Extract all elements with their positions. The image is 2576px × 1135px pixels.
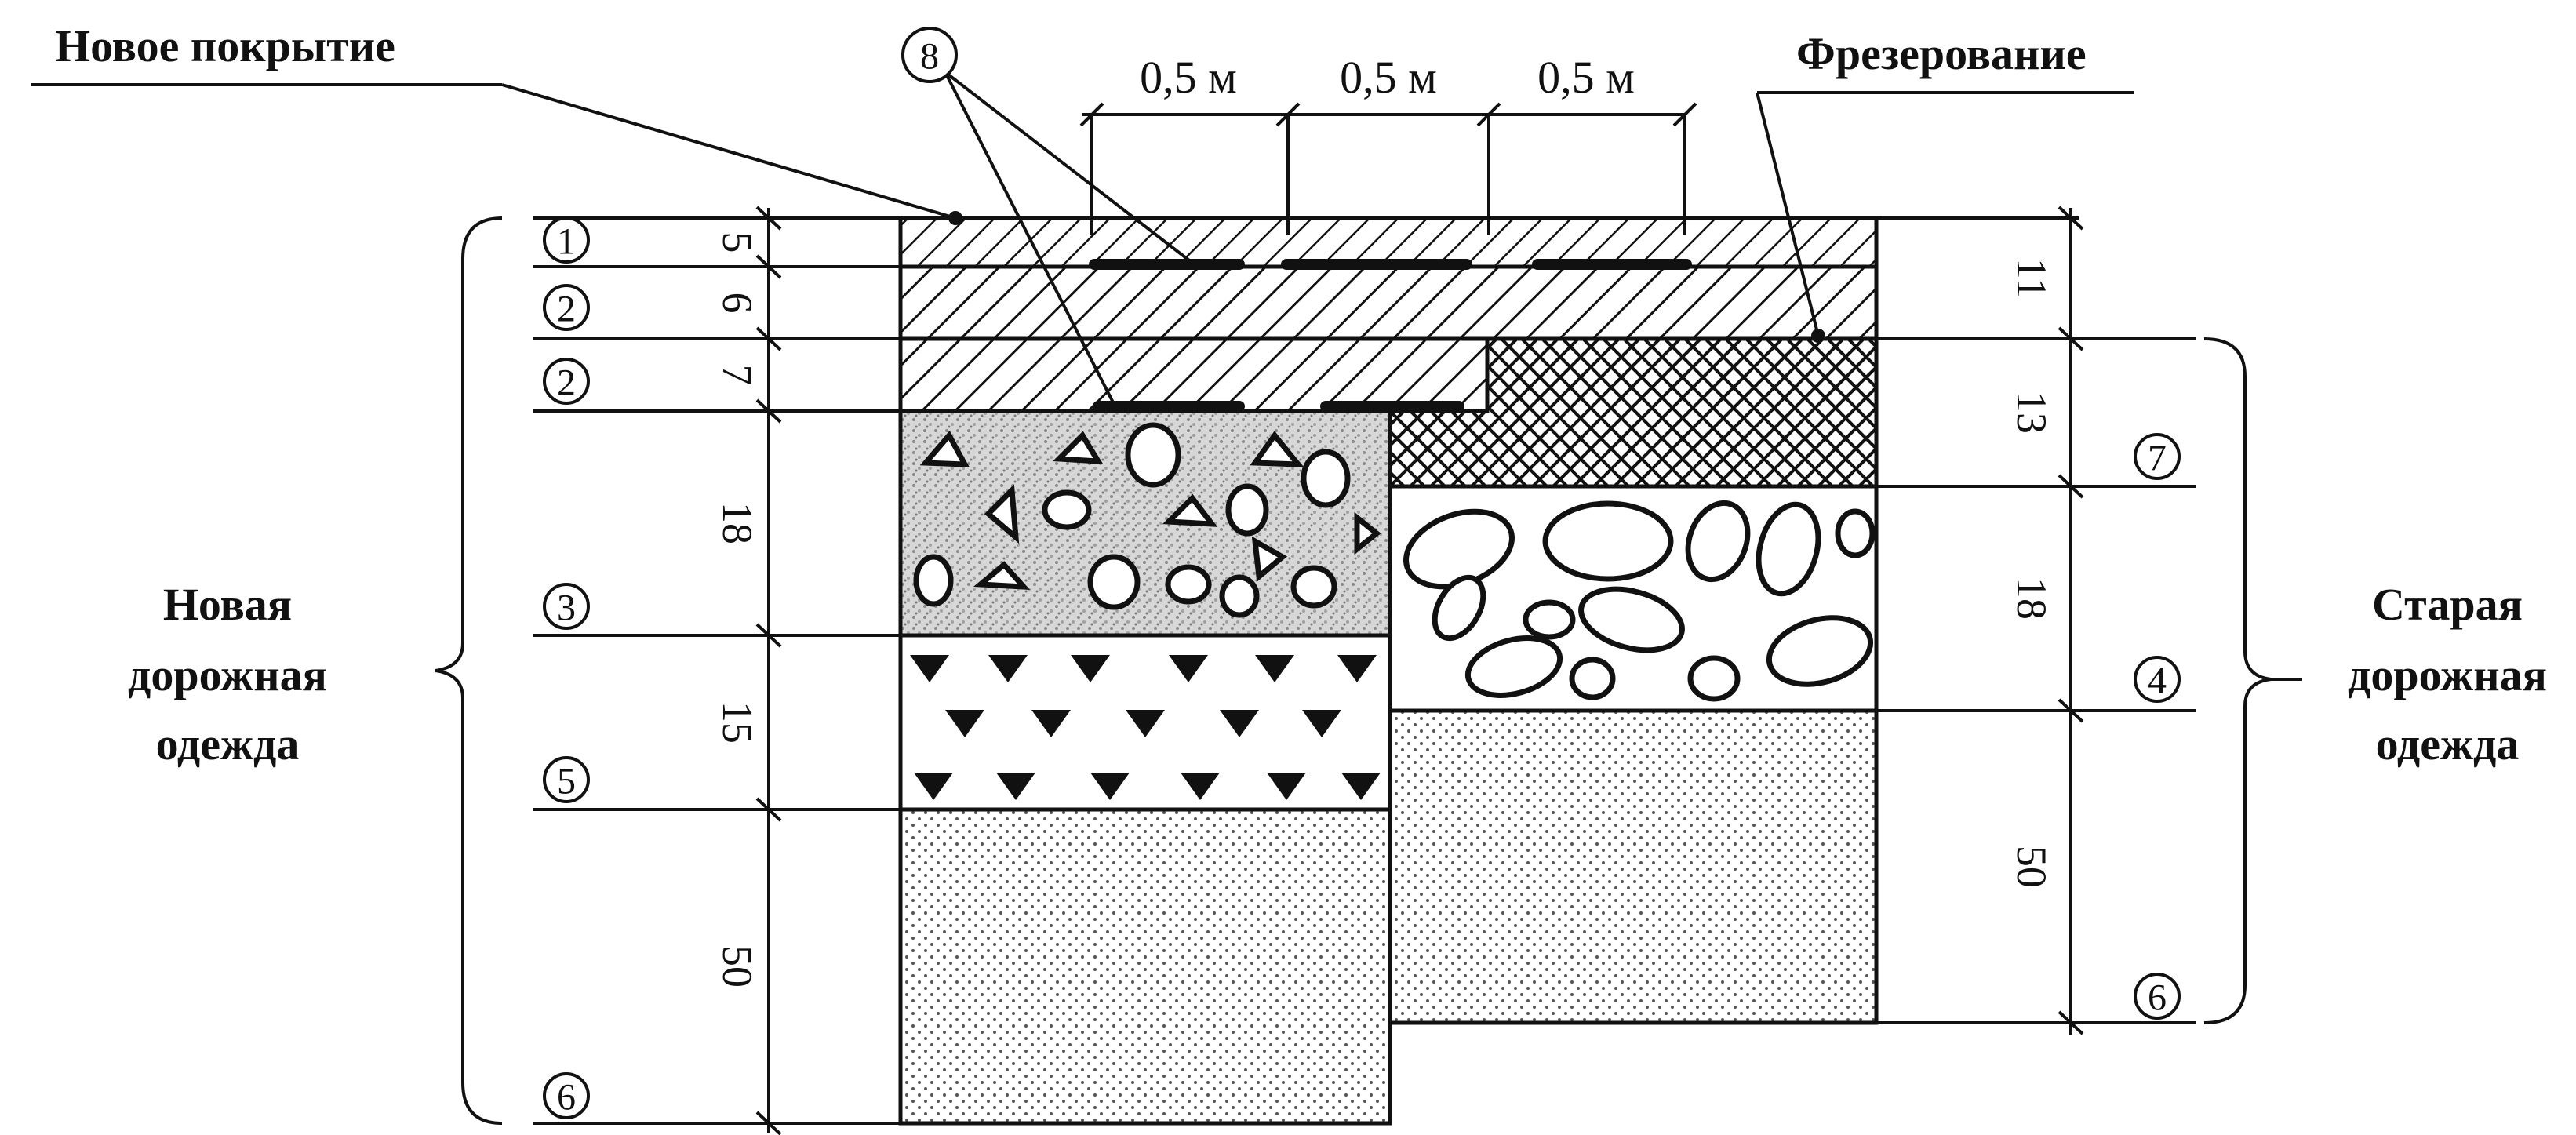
marker-circle-l5 (543, 756, 590, 803)
thickness-left-5: 15 (714, 701, 761, 744)
marker-right-3: 6 (2148, 977, 2167, 1019)
marker-left-3: 2 (557, 362, 576, 404)
marker-left-2: 2 (557, 289, 576, 330)
label-new-pavement-2: дорожная (128, 649, 327, 700)
marker-top: 8 (920, 36, 939, 78)
dim-top-3: 0,5 м (1537, 52, 1635, 103)
dim-top-2: 0,5 м (1340, 52, 1437, 103)
thickness-left-3: 7 (714, 365, 761, 386)
marker-circle-l2 (543, 284, 590, 331)
thickness-left-2: 6 (714, 293, 761, 314)
label-new-pavement-3: одежда (156, 718, 300, 769)
reinforcement-strips (1089, 259, 1692, 412)
marker-right-1: 7 (2148, 438, 2167, 479)
brace-right (2203, 337, 2272, 1024)
marker-left-5: 5 (557, 761, 576, 802)
thickness-left-1: 5 (714, 232, 761, 253)
layer-asphalt-upper (898, 264, 1879, 341)
marker-circle-l1 (543, 216, 590, 264)
marker-left-4: 3 (557, 588, 576, 629)
markers (543, 27, 2181, 1119)
dim-top-1: 0,5 м (1140, 52, 1237, 103)
label-old-pavement-1: Старая (2372, 579, 2523, 630)
marker-circle-l3 (543, 358, 590, 405)
marker-right-2: 4 (2148, 660, 2167, 702)
dimension-lines (31, 71, 2196, 1135)
marker-circle-r1 (2134, 433, 2181, 480)
marker-circle-l4 (543, 583, 590, 630)
thickness-right-2: 13 (2008, 391, 2055, 434)
label-old-pavement-2: дорожная (2348, 649, 2547, 700)
crushed-stone-texture (913, 422, 1381, 618)
marker-circle-l6 (543, 1072, 590, 1119)
marker-circle-top (901, 27, 958, 83)
marker-left-6: 6 (557, 1077, 576, 1119)
label-new-coating: Новое покрытие (55, 20, 395, 71)
layer-sand-new (898, 807, 1392, 1126)
marker-left-1: 1 (557, 221, 576, 263)
thickness-right-1: 11 (2008, 258, 2055, 299)
thickness-left-6: 50 (714, 945, 761, 988)
label-new-pavement-1: Новая (163, 579, 292, 630)
brace-left (435, 216, 503, 1125)
thickness-left-4: 18 (714, 502, 761, 544)
label-old-pavement-3: одежда (2376, 718, 2520, 769)
old-stone-texture (1403, 500, 1876, 702)
leader-dot-new-coating (948, 211, 962, 225)
leader-dot-milling (1811, 329, 1825, 343)
layer-sand-old (1388, 708, 1879, 1025)
layer-asphalt-lower-new (898, 336, 1490, 413)
marker-circle-r3 (2134, 973, 2181, 1020)
label-milling: Фрезерование (1796, 28, 2087, 79)
thickness-right-3: 18 (2008, 577, 2055, 620)
thickness-right-4: 50 (2008, 846, 2055, 888)
marker-circle-r2 (2134, 656, 2181, 703)
gravel-texture (910, 655, 1381, 800)
